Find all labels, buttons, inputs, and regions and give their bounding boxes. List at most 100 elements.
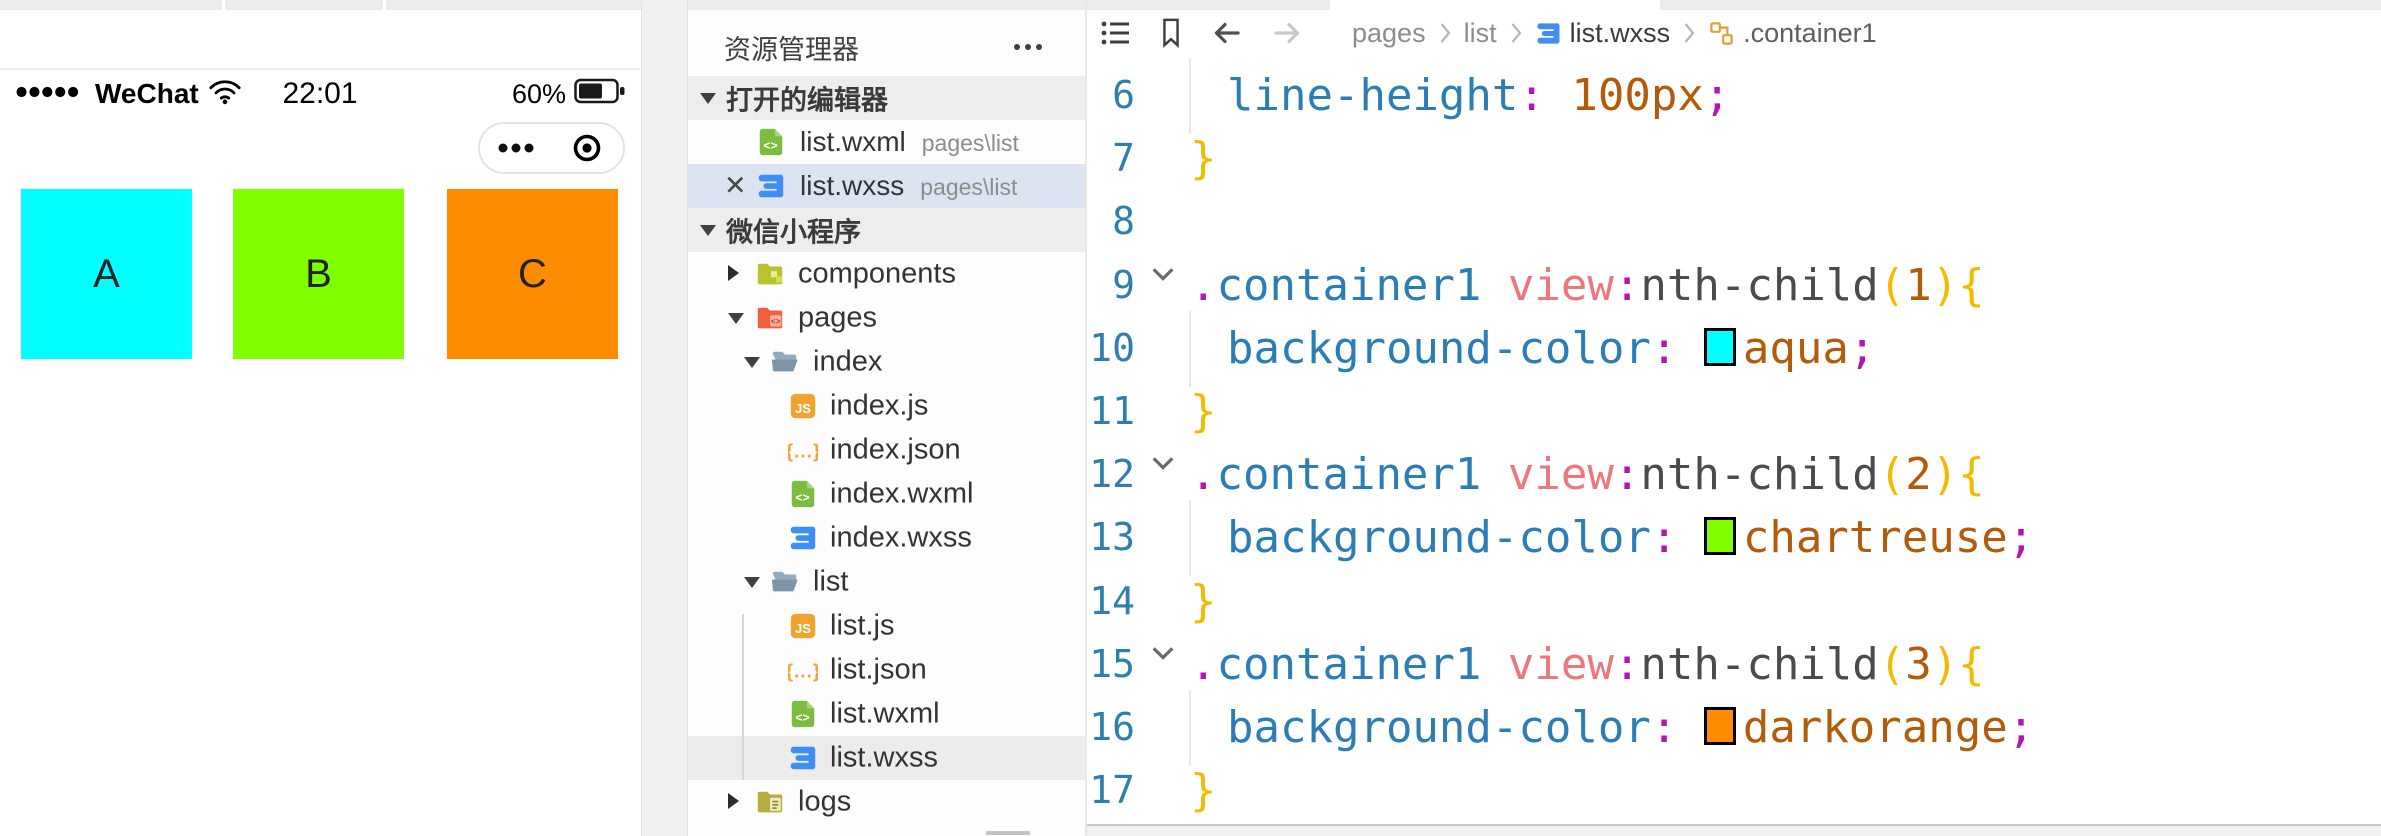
code-text: }: [1190, 575, 1217, 627]
chevron-collapsed-icon[interactable]: [728, 265, 739, 281]
svg-text:<>: <>: [763, 139, 777, 153]
forward-icon[interactable]: [1268, 15, 1306, 51]
wxml-file-icon: <>: [756, 127, 786, 157]
color-swatch[interactable]: [1703, 707, 1736, 745]
line-number: 15: [1089, 641, 1135, 686]
code-line-8[interactable]: 8: [1085, 190, 2381, 253]
status-bar: WeChat 22:01 60%: [0, 74, 640, 114]
bookmark-icon[interactable]: [1156, 16, 1186, 50]
tree-item-logs[interactable]: logs: [688, 780, 1085, 824]
tree-item-list[interactable]: list: [688, 560, 1085, 604]
breadcrumb-item-pages[interactable]: pages: [1352, 18, 1426, 49]
code-line-15[interactable]: 15.container1 view:nth-child(3){: [1085, 633, 2381, 696]
battery-percent: 60%: [511, 78, 566, 109]
svg-text:JS: JS: [795, 621, 811, 636]
fold-chevron-icon[interactable]: [1147, 637, 1179, 669]
tree-item-components[interactable]: components: [688, 252, 1085, 296]
js-icon: JS: [788, 611, 818, 641]
tree-item-pages[interactable]: <>pages: [688, 296, 1085, 340]
editor-hscrollbar[interactable]: [1087, 824, 2381, 836]
panel-gutter[interactable]: [641, 0, 688, 836]
open-editors-header[interactable]: 打开的编辑器: [688, 76, 1085, 120]
tree-item-label: list.wxml: [830, 697, 940, 730]
panel-divider: [1085, 0, 1087, 836]
fold-chevron-icon[interactable]: [1147, 258, 1179, 290]
breadcrumb-item-container1[interactable]: .container1: [1708, 18, 1877, 49]
square-label: B: [305, 251, 332, 296]
line-number: 10: [1089, 325, 1135, 370]
color-swatch[interactable]: [1703, 327, 1736, 366]
chevron-expanded-icon[interactable]: [728, 313, 744, 324]
chevron-collapsed-icon[interactable]: [728, 793, 739, 809]
more-button[interactable]: [480, 124, 552, 172]
json-icon: {…}: [788, 655, 818, 685]
breadcrumb: pages list list.wxss .container1: [1098, 10, 1877, 56]
line-number: 8: [1112, 199, 1135, 244]
tree-item-index.wxml[interactable]: <>index.wxml: [688, 472, 1085, 516]
chevron-expanded-icon[interactable]: [744, 357, 760, 368]
js-icon: JS: [788, 391, 818, 421]
color-square-a[interactable]: A: [21, 189, 192, 359]
breadcrumb-item-list[interactable]: list: [1464, 18, 1497, 49]
code-line-14[interactable]: 14}: [1085, 570, 2381, 633]
code-text: }: [1190, 765, 1217, 817]
line-number: 7: [1112, 136, 1135, 181]
more-actions-icon[interactable]: [1013, 38, 1043, 56]
tree-item-list.json[interactable]: {…}list.json: [688, 648, 1085, 692]
code-line-7[interactable]: 7}: [1085, 127, 2381, 190]
code-line-17[interactable]: 17}: [1085, 759, 2381, 822]
wxml-icon: <>: [788, 699, 818, 729]
tree-item-list.js[interactable]: JS list.js: [688, 604, 1085, 648]
code-text: .container1 view:nth-child(1){: [1190, 259, 1985, 311]
color-square-c[interactable]: C: [447, 189, 618, 359]
folder-pages-icon: <>: [755, 303, 785, 333]
breadcrumb-item-list.wxss[interactable]: list.wxss: [1535, 17, 1671, 49]
code-line-12[interactable]: 12.container1 view:nth-child(2){: [1085, 443, 2381, 506]
tree-item-index.wxss[interactable]: index.wxss: [688, 516, 1085, 560]
code-text: background-color: darkorange;: [1227, 702, 2035, 753]
code-line-11[interactable]: 11}: [1085, 380, 2381, 443]
tree-item-list.wxss[interactable]: list.wxss: [688, 736, 1085, 780]
project-header[interactable]: 微信小程序: [688, 208, 1085, 252]
svg-text:JS: JS: [795, 401, 811, 416]
chevron-expanded-icon[interactable]: [744, 577, 760, 588]
file-path: pages\list: [920, 174, 1018, 200]
wxss-file-icon: [756, 171, 786, 201]
color-swatch[interactable]: [1703, 517, 1736, 556]
record-target-button[interactable]: [552, 124, 624, 172]
svg-text:<>: <>: [795, 711, 809, 725]
line-number: 14: [1089, 578, 1135, 623]
folder-logs-icon: [755, 787, 785, 817]
tree-item-label: index: [813, 345, 883, 378]
color-square-b[interactable]: B: [233, 189, 404, 359]
phone-simulator: WeChat 22:01 60% A B C: [0, 10, 640, 836]
svg-text:{…}: {…}: [788, 661, 818, 683]
status-time: 22:01: [282, 77, 358, 110]
tree-item-list.wxml[interactable]: <> list.wxml: [688, 692, 1085, 736]
fold-chevron-icon[interactable]: [1147, 447, 1179, 479]
tree-item-index[interactable]: index: [688, 340, 1085, 384]
tree-item-label: list.js: [830, 609, 895, 642]
wxss-icon: [788, 523, 818, 553]
indent-guide: [1189, 310, 1191, 387]
breadcrumb-label: list.wxss: [1569, 17, 1671, 48]
top-strip-separator: [383, 0, 386, 10]
breadcrumb-separator-icon: [1509, 20, 1523, 46]
code-line-9[interactable]: 9.container1 view:nth-child(1){: [1085, 254, 2381, 317]
explorer-scrollbar[interactable]: [986, 831, 1030, 835]
outline-icon[interactable]: [1098, 15, 1134, 51]
close-icon[interactable]: ✕: [724, 170, 747, 201]
svg-text:{…}: {…}: [788, 441, 818, 463]
back-icon[interactable]: [1208, 15, 1246, 51]
code-text: line-height: 100px;: [1227, 70, 1731, 121]
top-strip: [0, 0, 2381, 10]
tree-item-index.json[interactable]: {…} index.json: [688, 428, 1085, 472]
tree-item-label: index.json: [830, 433, 961, 466]
